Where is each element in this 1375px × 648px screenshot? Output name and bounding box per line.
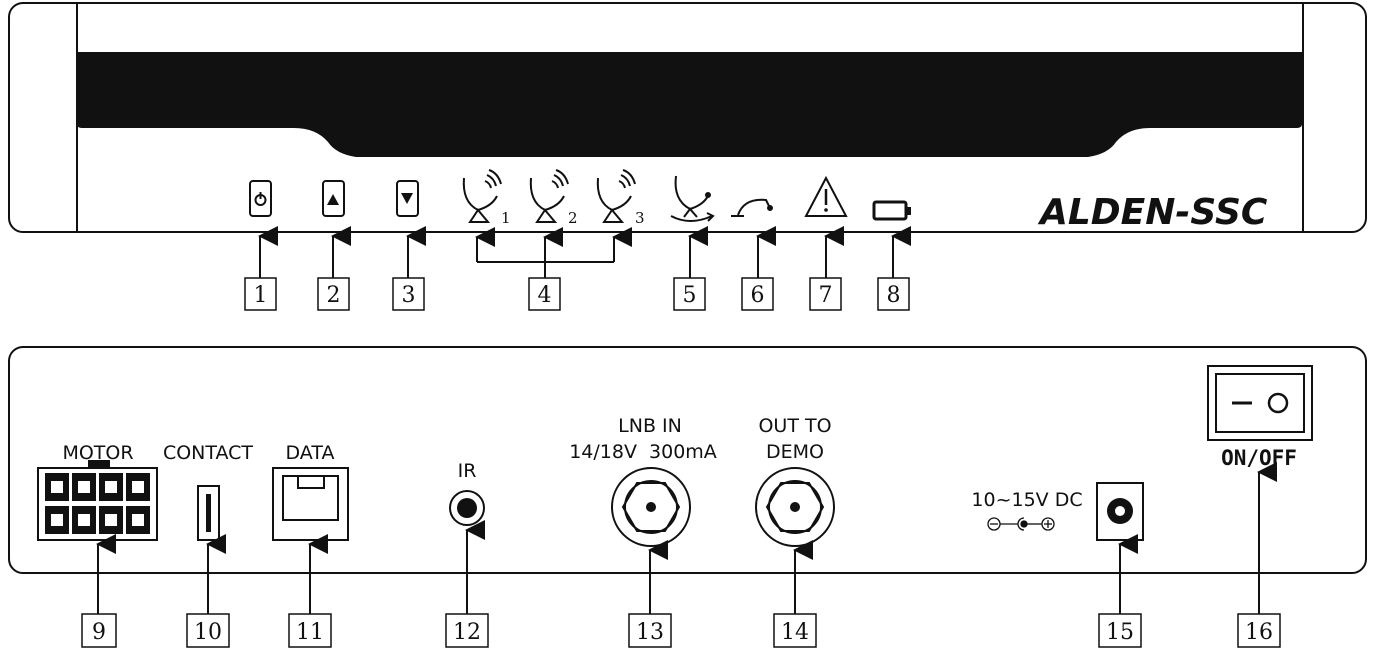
satellite-3-subscript: 3	[635, 209, 645, 227]
dish-rotate-icon	[670, 175, 715, 222]
callout-1: 1	[244, 277, 277, 311]
callout-6: 6	[741, 277, 774, 311]
svg-text:3: 3	[402, 283, 416, 308]
contact-connector[interactable]	[197, 485, 220, 541]
svg-text:9: 9	[92, 620, 106, 645]
power-icon	[254, 192, 267, 206]
rear-callout-arrows	[96, 462, 1277, 614]
callout-3: 3	[392, 277, 425, 311]
satellite-3-icon	[596, 169, 636, 223]
rear-panel: MOTOR CONTACT DATA IR	[8, 346, 1367, 574]
switch-label: ON/OFF	[1221, 446, 1297, 470]
contact-label: CONTACT	[163, 442, 253, 464]
brand-logo: ALDEN-SSC	[1037, 192, 1268, 233]
down-arrow-icon	[401, 193, 413, 204]
up-arrow-icon	[327, 194, 339, 205]
svg-text:5: 5	[683, 283, 697, 308]
warning-icon	[804, 175, 848, 217]
svg-text:6: 6	[751, 283, 765, 308]
callout-13: 13	[628, 613, 672, 648]
svg-text:11: 11	[296, 620, 324, 645]
front-callout-arrows	[258, 226, 911, 278]
callout-4: 4	[528, 277, 561, 311]
battery-icon	[872, 200, 911, 221]
callout-5: 5	[673, 277, 706, 311]
motor-connector[interactable]	[37, 460, 158, 541]
svg-text:15: 15	[1106, 620, 1134, 645]
satellite-2-icon	[529, 169, 569, 223]
dc-power-jack[interactable]	[1096, 482, 1144, 541]
motor-label: MOTOR	[62, 442, 133, 464]
callout-11: 11	[288, 613, 332, 648]
front-panel: 1 2 3	[8, 2, 1367, 233]
out-to-demo-connector[interactable]	[755, 467, 835, 547]
svg-text:10: 10	[194, 620, 222, 645]
lnb-spec-label: 14/18V 300mA	[569, 441, 717, 463]
satellite-2-subscript: 2	[568, 209, 578, 227]
display-window	[77, 52, 1302, 157]
callout-12: 12	[445, 613, 489, 648]
power-switch[interactable]	[1207, 365, 1313, 441]
power-button[interactable]	[249, 180, 272, 217]
callout-10: 10	[186, 613, 230, 648]
satellite-1-subscript: 1	[501, 209, 511, 227]
callout-2: 2	[317, 277, 350, 311]
ir-jack[interactable]	[449, 490, 485, 526]
up-button[interactable]	[322, 180, 345, 217]
satellite-2-indicator: 2	[529, 169, 578, 227]
satellite-1-indicator: 1	[462, 169, 511, 227]
ir-label: IR	[458, 460, 477, 482]
svg-text:14: 14	[781, 620, 809, 645]
down-button[interactable]	[396, 180, 419, 217]
svg-text:12: 12	[453, 620, 481, 645]
demo-label: DEMO	[766, 441, 824, 463]
svg-text:8: 8	[887, 283, 901, 308]
svg-text:16: 16	[1245, 620, 1273, 645]
svg-text:1: 1	[254, 283, 268, 308]
dc-input-label: 10~15V DC	[971, 489, 1082, 511]
rear-callouts: 9 10 11 12 13 14 15 16	[81, 613, 1281, 648]
callout-16: 16	[1237, 613, 1281, 648]
svg-text:7: 7	[819, 283, 833, 308]
callout-9: 9	[81, 613, 117, 648]
front-callouts: 1 2 3 4 5 6 7 8	[244, 277, 910, 311]
switch-off-mark	[1267, 392, 1289, 414]
satellite-1-icon	[462, 169, 502, 223]
satellite-3-indicator: 3	[596, 169, 645, 227]
lnb-in-label: LNB IN	[618, 415, 682, 437]
data-label: DATA	[286, 442, 335, 464]
data-port[interactable]	[272, 467, 349, 541]
dish-stow-icon	[731, 198, 773, 217]
out-to-label: OUT TO	[758, 415, 831, 437]
callout-8: 8	[877, 277, 910, 311]
svg-text:2: 2	[327, 283, 341, 308]
svg-text:13: 13	[636, 620, 664, 645]
callout-15: 15	[1098, 613, 1142, 648]
svg-text:4: 4	[538, 283, 552, 308]
callout-14: 14	[773, 613, 817, 648]
dc-polarity-icon	[987, 517, 1055, 531]
callout-7: 7	[809, 277, 842, 311]
lnb-in-connector[interactable]	[611, 467, 691, 547]
